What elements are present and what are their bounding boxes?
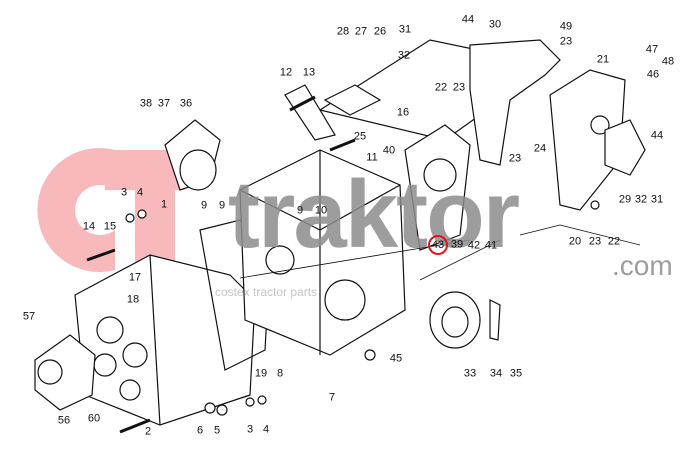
callout: 13	[302, 66, 316, 79]
callout: 44	[461, 13, 475, 26]
callout: 8	[276, 367, 284, 380]
watermark-brand: traktor	[228, 161, 520, 268]
callout: 47	[645, 43, 659, 56]
callout: 10	[314, 204, 328, 217]
callout: 6	[196, 424, 204, 437]
callout: 9	[296, 204, 304, 217]
callout: 37	[157, 97, 171, 110]
callout: 35	[509, 367, 523, 380]
callout: 48	[661, 55, 675, 68]
callout: 3	[246, 423, 254, 436]
callout: 23	[508, 152, 522, 165]
callout: 12	[279, 66, 293, 79]
callout: 9	[200, 199, 208, 212]
callout: 57	[22, 310, 36, 323]
callout: 22	[607, 235, 621, 248]
callout: 23	[559, 35, 573, 48]
callout: 32	[634, 193, 648, 206]
highlighted-callout: 43	[428, 235, 448, 255]
callout: 14	[82, 220, 96, 233]
callout: 2	[144, 425, 152, 438]
callout: 41	[484, 239, 498, 252]
callout: 21	[596, 53, 610, 66]
callout: 38	[139, 97, 153, 110]
callout: 39	[450, 238, 464, 251]
callout: 19	[254, 367, 268, 380]
callout: 40	[382, 144, 396, 157]
watermark-suffix: .com	[612, 250, 673, 281]
front-housing	[74, 254, 256, 426]
callout: 44	[650, 129, 664, 142]
callout: 25	[353, 130, 367, 143]
callout: 31	[650, 193, 664, 206]
callout: 56	[57, 414, 71, 427]
callout: 33	[463, 367, 477, 380]
callout: 23	[452, 81, 466, 94]
callout: 26	[373, 25, 387, 38]
callout: 16	[396, 106, 410, 119]
front-cover	[34, 334, 96, 411]
callout: 27	[354, 25, 368, 38]
callout: 34	[489, 367, 503, 380]
callout: 24	[533, 142, 547, 155]
callout: 4	[262, 423, 270, 436]
callout: 43	[431, 238, 445, 251]
callout: 29	[618, 193, 632, 206]
callout: 32	[397, 49, 411, 62]
callout: 31	[398, 23, 412, 36]
callout: 7	[328, 391, 336, 404]
callout: 49	[559, 20, 573, 33]
callout: 22	[434, 81, 448, 94]
callout: 15	[103, 220, 117, 233]
callout: 4	[136, 186, 144, 199]
callout: 28	[336, 25, 350, 38]
callout: 11	[366, 151, 378, 164]
callout: 3	[120, 186, 128, 199]
callout: 42	[467, 239, 481, 252]
callout: 60	[87, 412, 101, 425]
callout: 45	[389, 352, 403, 365]
callout: 30	[488, 18, 502, 31]
callout: 1	[160, 198, 168, 211]
callout: 9	[218, 199, 226, 212]
watermark-tagline: costex tractor parts	[215, 285, 318, 299]
callout: 36	[179, 97, 193, 110]
callout: 5	[213, 424, 221, 437]
callout: 20	[568, 235, 582, 248]
callout: 18	[126, 293, 140, 306]
callout: 17	[128, 271, 142, 284]
bracket	[469, 39, 561, 166]
callout: 46	[646, 68, 660, 81]
callout: 23	[588, 235, 602, 248]
